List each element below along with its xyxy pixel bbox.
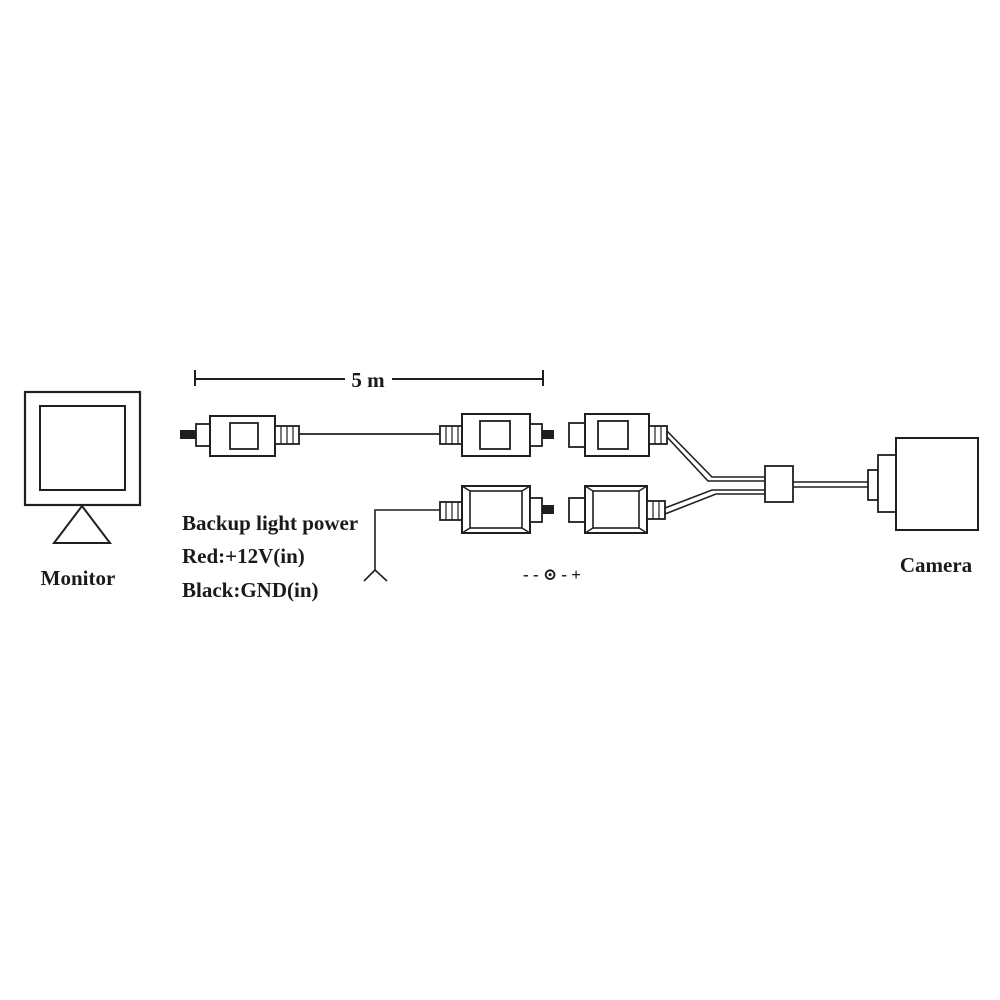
extension-end-connector (439, 413, 554, 457)
power-black-label: Black:GND(in) (182, 578, 319, 602)
length-dimension (194, 370, 544, 386)
monitor-label: Monitor (41, 566, 116, 590)
power-socket-connector (439, 485, 554, 534)
camera-video-connector (568, 413, 668, 457)
polarity-symbol: - - ⊙ - + (523, 565, 581, 584)
monitor (23, 390, 142, 544)
camera (867, 437, 979, 531)
monitor-side-connector (180, 415, 300, 457)
length-label: 5 m (351, 368, 385, 392)
camera-label: Camera (900, 553, 973, 577)
camera-power-connector (568, 485, 666, 534)
camera-split-cable (664, 430, 868, 515)
power-title: Backup light power (182, 511, 358, 535)
power-red-label: Red:+12V(in) (182, 544, 305, 568)
power-wire (363, 509, 440, 582)
